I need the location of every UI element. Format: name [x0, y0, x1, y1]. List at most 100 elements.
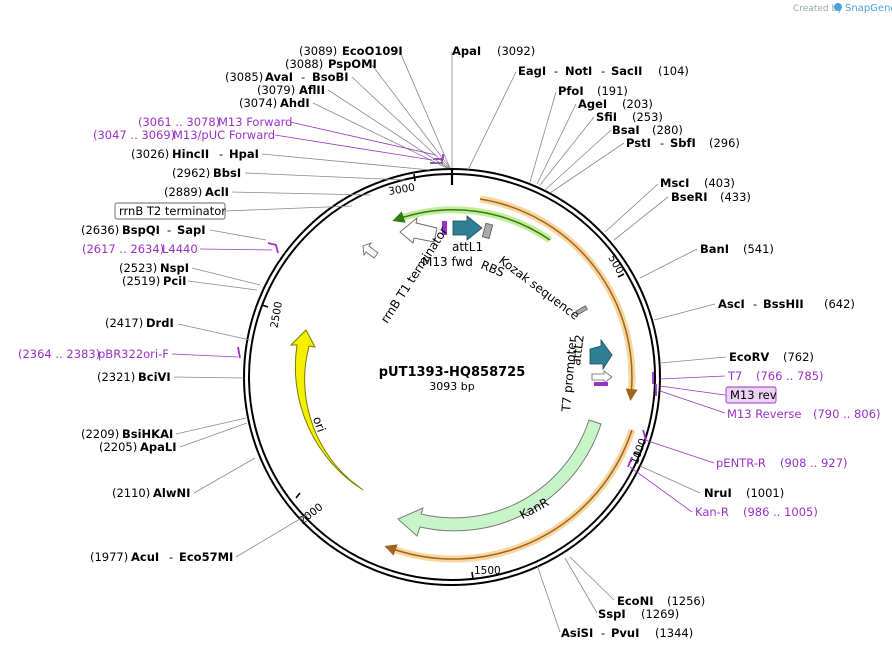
site-pfoi-pos: (191)	[597, 84, 628, 98]
attl1-label: attL1	[452, 240, 483, 254]
rrnb-t2-terminator-label: rrnB T2 terminator	[119, 204, 226, 218]
site-asci-name: AscI	[718, 297, 745, 311]
plasmid-size: 3093 bp	[429, 380, 474, 393]
site-bsai-pos: (280)	[652, 123, 683, 137]
sites-right-labels: ApaI (3092) EagI - NotI - SacII (104) Pf…	[452, 44, 881, 640]
svg-text:-: -	[554, 64, 558, 78]
rrnb-t2-terminator-box	[114, 202, 226, 220]
primer-pbr322-range: (2364 .. 2383)	[18, 347, 100, 361]
site-pspomi-pos: (3088)	[285, 57, 323, 71]
site-ecorv-pos: (762)	[783, 350, 814, 364]
site-acui-name: AcuI	[131, 550, 159, 564]
site-pvui-name: PvuI	[611, 626, 639, 640]
primer-markers	[237, 154, 657, 468]
site-ecorv-name: EcoRV	[729, 350, 769, 364]
site-aflii-pos: (3079)	[257, 83, 295, 97]
primer-labels-left: (3061 .. 3078) M13 Forward (3047 .. 3069…	[18, 115, 292, 361]
tick-2500: 2500	[269, 301, 285, 329]
site-bani-name: BanI	[700, 242, 729, 256]
m13-fwd-marker	[442, 221, 447, 235]
primer-pentr-range: (908 .. 927)	[780, 456, 848, 470]
site-eco57mi-name: Eco57MI	[179, 550, 233, 564]
site-drdi-name: DrdI	[146, 316, 174, 330]
svg-text:-: -	[660, 136, 664, 150]
svg-text:-: -	[601, 64, 605, 78]
primer-kan-r-range: (986 .. 1005)	[743, 505, 818, 519]
created-by-text: Created by	[793, 4, 843, 14]
site-asisi-name: AsiSI	[561, 626, 593, 640]
t7-primer-marker	[594, 382, 608, 386]
site-pcii-name: PciI	[163, 274, 186, 288]
t7-promoter-arrow	[591, 370, 613, 384]
site-hincii-pos: (3026)	[131, 147, 169, 161]
tick-500: 500	[605, 253, 625, 276]
primer-m13-puc-range: (3047 .. 3069)	[93, 128, 175, 142]
site-acli-name: AclI	[205, 185, 229, 199]
site-bcivi-pos: (2321)	[97, 370, 135, 384]
snapgene-brand: Created by SnapGene	[793, 3, 892, 14]
site-eagi-name: EagI	[518, 64, 546, 78]
snapgene-name: SnapGene	[845, 3, 892, 14]
attl2-label: attL2	[569, 334, 587, 367]
svg-text:-: -	[301, 70, 305, 84]
svg-text:-: -	[753, 297, 757, 311]
site-apai-name: ApaI	[452, 44, 481, 58]
site-msci-name: MscI	[660, 176, 689, 190]
primer-m13-reverse-name: M13 Reverse	[727, 407, 801, 421]
site-sfii-name: SfiI	[596, 110, 617, 124]
site-sspi-name: SspI	[598, 607, 626, 621]
ori-feature	[289, 329, 364, 491]
site-acli-pos: (2889)	[164, 185, 202, 199]
m13-fwd-label: M13 fwd	[422, 255, 473, 269]
attl1-arrow	[452, 215, 483, 241]
site-bbsi-name: BbsI	[213, 166, 241, 180]
m13-rev-label: M13 rev	[730, 388, 777, 402]
site-sapi-name: SapI	[177, 223, 206, 237]
primer-m13-forward-name: M13 Forward	[218, 115, 292, 129]
site-bsihkai-name: BsiHKAI	[122, 427, 173, 441]
svg-text:-: -	[219, 147, 223, 161]
green-arc	[392, 209, 551, 241]
site-apali-name: ApaLI	[140, 440, 177, 454]
site-bseri-name: BseRI	[671, 190, 708, 204]
ori-label: ori	[310, 415, 328, 434]
rrnb-t2-arrow	[362, 242, 379, 259]
site-hincii-name: HincII	[172, 147, 209, 161]
site-econi-pos: (1256)	[667, 594, 705, 608]
sites-top-labels: (3089) EcoO109I (3088) PspOMI (3085) Ava…	[225, 44, 403, 110]
site-bspqi-pos: (2636)	[81, 223, 119, 237]
t7-promoter-label: T7 promoter	[559, 337, 580, 413]
rrnb-t1-label: rrnB T1 terminator	[378, 224, 451, 325]
primer-m13-reverse-range: (790 .. 806)	[813, 407, 881, 421]
site-agei-name: AgeI	[578, 97, 607, 111]
site-sspi-pos: (1269)	[641, 607, 679, 621]
kozak-box	[575, 305, 588, 316]
site-bani-pos: (541)	[743, 242, 774, 256]
site-noti-name: NotI	[565, 64, 592, 78]
site-eagi-pos: (104)	[658, 64, 689, 78]
attl2-arrow	[589, 338, 613, 371]
primer-l4440-range: (2617 .. 2634)	[82, 242, 164, 256]
svg-text:-: -	[169, 550, 173, 564]
site-aval-name: AvaI	[265, 70, 293, 84]
plasmid-name: pUT1393-HQ858725	[379, 365, 526, 380]
site-psti-pos: (296)	[709, 136, 740, 150]
primer-pentr-name: pENTR-R	[716, 456, 766, 470]
primer-m13-forward-range: (3061 .. 3078)	[138, 115, 220, 129]
site-bsai-name: BsaI	[612, 123, 640, 137]
site-nrui-pos: (1001)	[746, 486, 784, 500]
site-pspomi-name: PspOMI	[328, 57, 377, 71]
site-aflii-name: AflII	[299, 83, 325, 97]
svg-text:-: -	[167, 223, 171, 237]
site-bbsi-pos: (2962)	[172, 166, 210, 180]
site-acui-pos: (1977)	[90, 550, 128, 564]
site-alwni-name: AlwNI	[153, 486, 190, 500]
site-drdi-pos: (2417)	[105, 316, 143, 330]
primer-t7-range: (766 .. 785)	[756, 369, 824, 383]
lead-lines	[171, 51, 727, 633]
primer-kan-r-name: Kan-R	[695, 505, 729, 519]
site-nrui-name: NruI	[704, 486, 732, 500]
site-nspi-pos: (2523)	[119, 261, 157, 275]
site-psti-name: PstI	[626, 136, 651, 150]
m13-rev-box[interactable]	[725, 386, 777, 404]
